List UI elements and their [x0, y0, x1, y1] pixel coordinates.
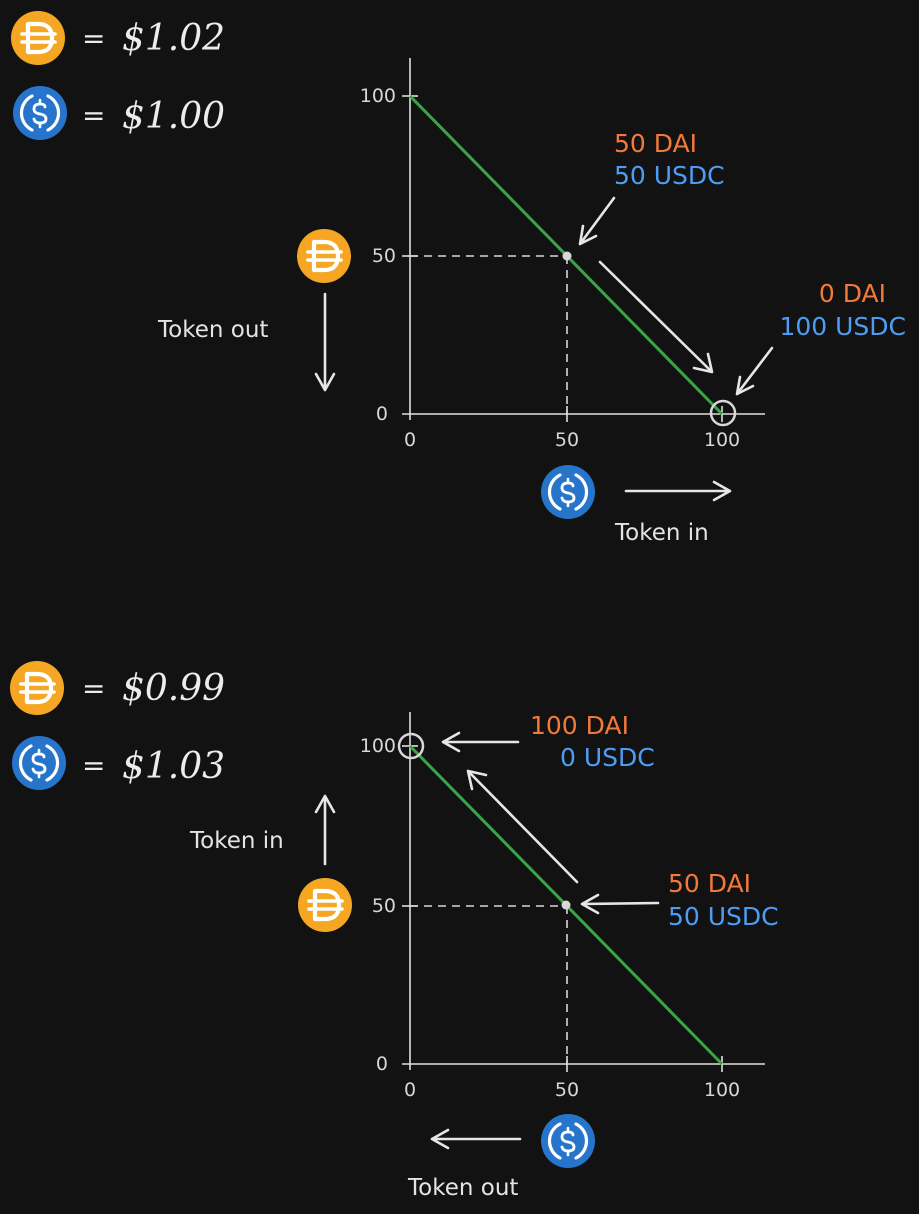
movement-arrow [598, 260, 714, 374]
equals-sign: = [82, 672, 105, 705]
usdc-coin-icon [539, 463, 597, 521]
down-arrow [314, 292, 336, 392]
x-tick-label: 50 [555, 1079, 579, 1101]
dai-coin-icon [10, 661, 64, 715]
annotation-arrow [580, 893, 660, 915]
x-tick-label: 0 [404, 429, 416, 451]
y-tick-label: 50 [372, 895, 396, 917]
dai-price: $1.02 [122, 18, 225, 59]
x-axis-label: Token out [407, 1175, 518, 1201]
movement-arrow [466, 769, 579, 884]
dai-coin-icon [298, 878, 352, 932]
dai-coin-icon [11, 11, 65, 65]
usdc-price: $1.03 [122, 746, 225, 787]
y-tick-label: 0 [376, 403, 388, 425]
equals-sign: = [82, 749, 105, 782]
dai-price: $0.99 [122, 668, 225, 709]
usdc-amount-label: 0 USDC [560, 743, 655, 772]
y-axis-label: Token in [189, 828, 284, 854]
dai-amount-label: 50 DAI [614, 129, 697, 158]
end-state-circle [397, 732, 425, 760]
annotation-arrow [441, 731, 520, 753]
y-tick-label: 0 [376, 1053, 388, 1075]
equals-sign: = [82, 22, 105, 55]
pool-state-point [561, 900, 571, 910]
top-panel: = $1.02 = $1.00 100 50 0 0 50 100 [11, 11, 906, 546]
bottom-panel: = $0.99 = $1.03 100 50 0 0 50 100 [10, 661, 779, 1201]
usdc-price: $1.00 [122, 96, 225, 137]
annotation-arrow [735, 346, 774, 396]
dai-amount-label: 50 DAI [668, 869, 751, 898]
right-arrow [624, 480, 732, 502]
annotation-arrow [578, 196, 616, 246]
pool-state-point [562, 251, 572, 261]
x-tick-label: 50 [555, 429, 579, 451]
usdc-coin-icon [539, 1112, 597, 1170]
usdc-amount-label: 50 USDC [614, 161, 725, 190]
usdc-coin-icon [11, 84, 69, 142]
usdc-amount-label: 50 USDC [668, 902, 779, 931]
usdc-amount-label: 100 USDC [779, 312, 906, 341]
up-arrow [314, 794, 336, 866]
y-tick-label: 100 [360, 735, 396, 757]
x-tick-label: 0 [404, 1079, 416, 1101]
y-tick-label: 100 [360, 85, 396, 107]
x-tick-label: 100 [704, 1079, 740, 1101]
dai-coin-icon [297, 229, 351, 283]
usdc-coin-icon [10, 734, 68, 792]
left-arrow [430, 1128, 522, 1150]
dai-amount-label: 0 DAI [819, 279, 886, 308]
y-tick-label: 50 [372, 245, 396, 267]
equals-sign: = [82, 99, 105, 132]
x-tick-label: 100 [704, 429, 740, 451]
x-axis-label: Token in [614, 520, 709, 546]
y-axis-label: Token out [157, 317, 268, 343]
dai-amount-label: 100 DAI [530, 711, 629, 740]
end-state-circle [709, 399, 737, 427]
